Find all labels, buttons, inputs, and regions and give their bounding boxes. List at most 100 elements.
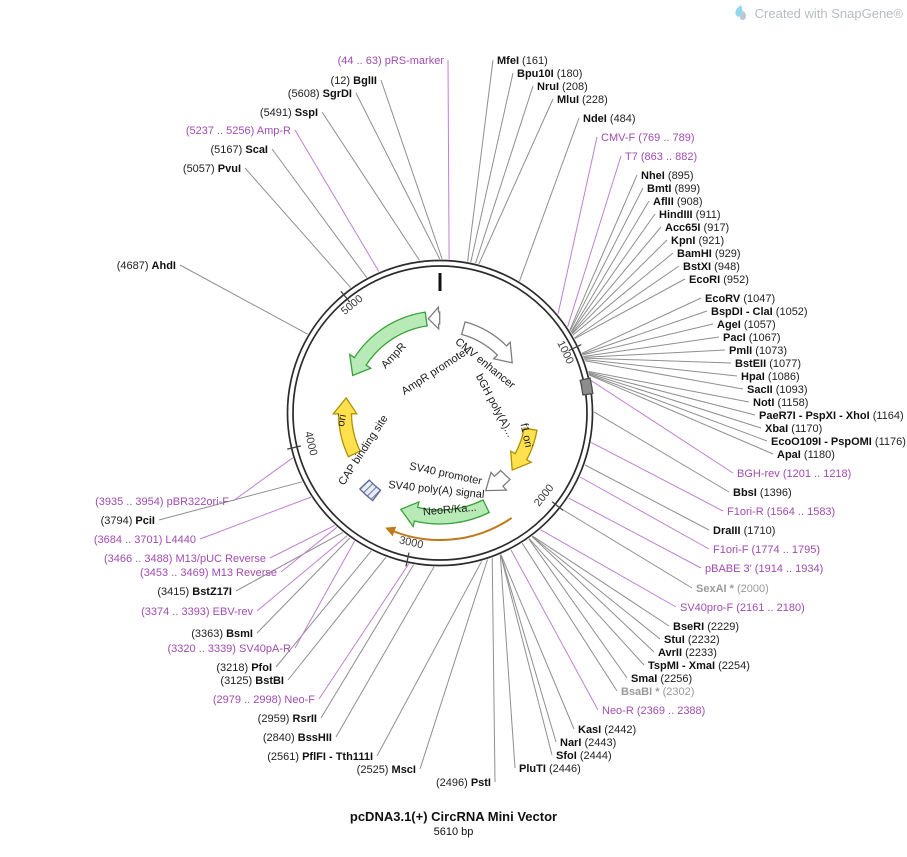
site-label-sfoi[interactable]: SfoI (2444): [556, 750, 612, 762]
feature-label-ampr-promoter[interactable]: AmpR promoter: [400, 345, 472, 398]
site-label-pvui[interactable]: (5057) PvuI: [183, 163, 241, 175]
site-label-ndei[interactable]: NdeI (484): [583, 113, 636, 125]
site-label-ecori[interactable]: EcoRI (952): [689, 274, 749, 286]
leader-line: [574, 265, 680, 339]
site-label-amp-r[interactable]: (5237 .. 5256) Amp-R: [186, 125, 291, 137]
site-label-bsabi[interactable]: BsaBI * (2302): [621, 686, 694, 698]
site-label-avrii[interactable]: AvrII (2233): [658, 647, 717, 659]
site-label-cmv-f[interactable]: CMV-F (769 .. 789): [601, 132, 695, 144]
site-label-l4440[interactable]: (3684 .. 3701) L4440: [94, 534, 196, 546]
site-label-ecorv[interactable]: EcoRV (1047): [705, 293, 775, 305]
leader-line: [500, 554, 553, 756]
site-label-pcii[interactable]: (3794) PciI: [101, 515, 155, 527]
site-label-sspi[interactable]: (5491) SspI: [260, 107, 318, 119]
site-label-ecoo109i-pspomi[interactable]: EcoO109I - PspOMI (1176): [771, 436, 906, 448]
feature-ampr-promoter[interactable]: [427, 305, 441, 331]
site-label-bpu10i[interactable]: Bpu10I (180): [517, 68, 582, 80]
feature-bgh-poly-a[interactable]: [579, 377, 594, 396]
site-label-msci[interactable]: (2525) MscI: [357, 764, 416, 776]
feature-neor-ka[interactable]: [399, 499, 491, 529]
site-label-prs-marker[interactable]: (44 .. 63) pRS-marker: [338, 55, 445, 67]
site-label-paer7i-pspxi-xhoi[interactable]: PaeR7I - PspXI - XhoI (1164): [759, 410, 904, 422]
site-label-neo-f[interactable]: (2979 .. 2998) Neo-F: [213, 694, 315, 706]
site-label-bmti[interactable]: BmtI (899): [647, 183, 700, 195]
site-label-nari[interactable]: NarI (2443): [560, 737, 616, 749]
site-label-apai[interactable]: ApaI (1180): [777, 449, 835, 461]
leader-line: [588, 373, 768, 442]
leader-line: [583, 349, 726, 358]
leader-line: [500, 554, 575, 730]
site-label-bglii[interactable]: (12) BglII: [331, 75, 377, 87]
site-label-bsmi[interactable]: (3363) BsmI: [191, 628, 253, 640]
site-label-stui[interactable]: StuI (2232): [664, 634, 720, 646]
site-label-bspdi-clai[interactable]: BspDI - ClaI (1052): [711, 306, 808, 318]
site-label-neo-r[interactable]: Neo-R (2369 .. 2388): [602, 705, 705, 717]
site-label-pluti[interactable]: PluTI (2446): [519, 763, 581, 775]
feature-f1-ori[interactable]: [509, 427, 538, 472]
site-label-sexai[interactable]: SexAI * (2000): [696, 583, 769, 595]
site-label-hpai[interactable]: HpaI (1086): [741, 371, 800, 383]
site-label-m13-reverse[interactable]: (3453 .. 3469) M13 Reverse: [140, 567, 277, 579]
feature-label-f1-ori[interactable]: f1 ori: [518, 422, 535, 448]
site-label-bsshii[interactable]: (2840) BssHII: [263, 732, 332, 744]
feature-ampr[interactable]: [348, 311, 428, 377]
feature-sv40-poly-a-signal[interactable]: [358, 479, 382, 502]
site-label-ebv-rev[interactable]: (3374 .. 3393) EBV-rev: [141, 606, 253, 618]
site-label-ahdi[interactable]: (4687) AhdI: [117, 260, 176, 272]
site-label-bgh-rev[interactable]: BGH-rev (1201 .. 1218): [737, 468, 851, 480]
leader-line: [584, 360, 744, 390]
leader-line: [593, 411, 730, 493]
feature-sv40-promoter[interactable]: [484, 469, 511, 492]
site-label-pbabe-3[interactable]: pBABE 3' (1914 .. 1934): [705, 563, 823, 575]
feature-ori[interactable]: [331, 396, 361, 458]
leader-line: [235, 531, 344, 592]
site-label-acc65i[interactable]: Acc65I (917): [665, 222, 729, 234]
site-label-mfei[interactable]: MfeI (161): [497, 55, 548, 67]
site-label-bsteii[interactable]: BstEII (1077): [735, 358, 801, 370]
site-label-draiii[interactable]: DraIII (1710): [713, 525, 775, 537]
site-label-noti[interactable]: NotI (1158): [753, 397, 808, 409]
site-label-agei[interactable]: AgeI (1057): [717, 319, 776, 331]
feature-label-neor-ka[interactable]: NeoR/Ka...: [422, 502, 477, 519]
site-label-m13-puc-reverse[interactable]: (3466 .. 3488) M13/pUC Reverse: [104, 553, 266, 565]
site-label-pflfi-tth111i[interactable]: (2561) PflFI - Tth111I: [267, 751, 373, 763]
site-label-sgrdi[interactable]: (5608) SgrDI: [288, 88, 352, 100]
site-label-sacii[interactable]: SacII (1093): [747, 384, 808, 396]
site-label-pfoi[interactable]: (3218) PfoI: [216, 662, 272, 674]
leader-line: [376, 561, 483, 757]
site-label-f1ori-f[interactable]: F1ori-F (1774 .. 1795): [713, 544, 820, 556]
site-label-tspmi-xmai[interactable]: TspMI - XmaI (2254): [648, 660, 750, 672]
site-label-bstbi[interactable]: (3125) BstBI: [220, 675, 284, 687]
site-label-smai[interactable]: SmaI (2256): [631, 673, 692, 685]
leader-line: [531, 536, 655, 653]
site-label-bbsi[interactable]: BbsI (1396): [733, 487, 792, 499]
site-label-f1ori-r[interactable]: F1ori-R (1564 .. 1583): [727, 506, 835, 518]
feature-label-ori[interactable]: ori: [335, 413, 349, 427]
site-label-psti[interactable]: (2496) PstI: [436, 777, 491, 789]
site-label-pbr322ori-f[interactable]: (3935 .. 3954) pBR322ori-F: [95, 496, 229, 508]
site-label-nhei[interactable]: NheI (895): [641, 170, 694, 182]
site-label-kpni[interactable]: KpnI (921): [671, 235, 724, 247]
site-label-mlui[interactable]: MluI (228): [557, 94, 608, 106]
site-label-xbai[interactable]: XbaI (1170): [765, 423, 822, 435]
site-label-hindiii[interactable]: HindIII (911): [659, 209, 721, 221]
site-label-bseri[interactable]: BseRI (2229): [673, 621, 739, 633]
site-label-nrui[interactable]: NruI (208): [537, 81, 588, 93]
site-label-sv40pa-r[interactable]: (3320 .. 3339) SV40pA-R: [167, 643, 291, 655]
site-label-bstxi[interactable]: BstXI (948): [683, 261, 740, 273]
site-label-kasi[interactable]: KasI (2442): [578, 724, 636, 736]
site-label-sv40pro-f[interactable]: SV40pro-F (2161 .. 2180): [680, 602, 805, 614]
leader-line: [557, 136, 598, 315]
site-label-bstz17i[interactable]: (3415) BstZ17I: [157, 586, 232, 598]
feature-cmv-enhancer[interactable]: [460, 321, 513, 364]
site-label-aflii[interactable]: AflII (908): [653, 196, 703, 208]
leader-line: [470, 72, 514, 263]
site-label-bamhi[interactable]: BamHI (929): [677, 248, 741, 260]
site-label-pmli[interactable]: PmlI (1073): [729, 345, 787, 357]
site-label-scai[interactable]: (5167) ScaI: [211, 144, 269, 156]
site-label-t7[interactable]: T7 (863 .. 882): [625, 151, 697, 163]
site-label-rsrii[interactable]: (2959) RsrII: [258, 713, 317, 725]
feature-feature[interactable]: [387, 517, 513, 542]
site-label-paci[interactable]: PacI (1067): [723, 332, 781, 344]
